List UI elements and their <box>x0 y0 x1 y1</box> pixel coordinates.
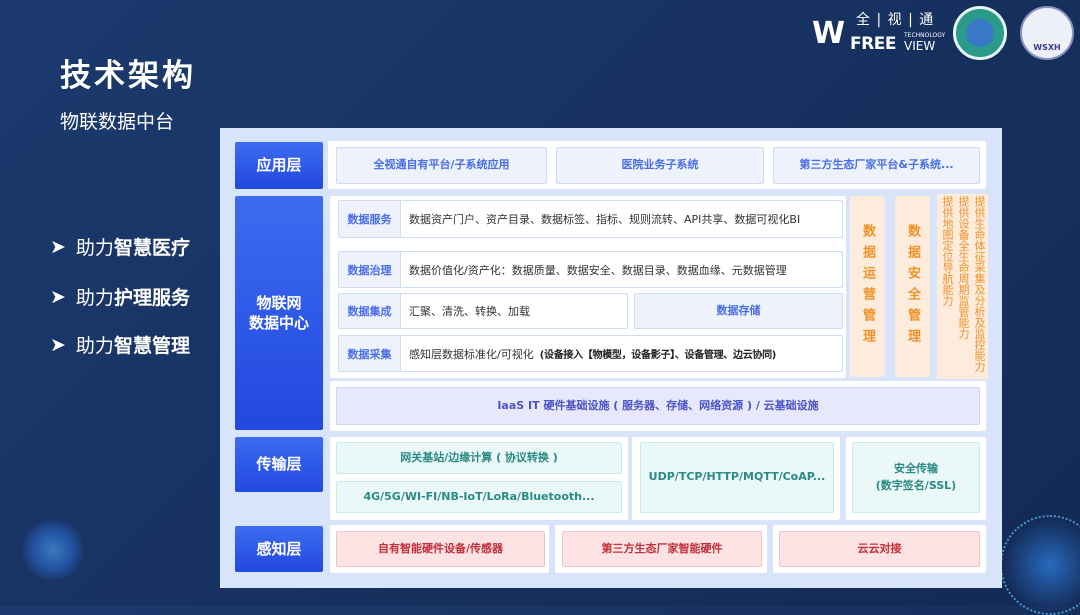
data-row-integration: 数据集成汇聚、清洗、转换、加载 <box>338 293 628 329</box>
iaas-box: IaaS IT 硬件基础设施 ( 服务器、存储、网络资源 ) / 云基础设施 <box>336 387 980 425</box>
row-key: 数据服务 <box>339 201 401 237</box>
capability-text: 提供地图定位导航能力 <box>941 196 954 306</box>
seal-text: WSXH <box>1033 43 1061 52</box>
wireless-box: 4G/5G/WI-FI/NB-IoT/LoRa/Bluetooth... <box>336 481 622 513</box>
bullet-prefix: 助力 <box>75 237 114 259</box>
bullet-bold: 智慧医疗 <box>113 237 190 259</box>
freeview-logo: W 全 | 视 | 通 FREE TECHNOLOGY VIEW <box>812 10 950 56</box>
logo-cn: 全 | 视 | 通 <box>856 12 935 28</box>
capabilities-column: 提供生命体征采集及分析及监控能力 提供设备全生命周期监管能力 提供地图定位导航能… <box>937 194 988 379</box>
capability-text: 提供生命体征采集及分析及监控能力 <box>973 196 986 372</box>
row-value: 汇聚、清洗、转换、加载 <box>409 305 530 318</box>
wsxh-seal-icon: WSXH <box>1020 6 1074 60</box>
layer-label-perception: 感知层 <box>235 526 323 572</box>
association-seal-icon <box>953 6 1007 60</box>
perception-item: 自有智能硬件设备/传感器 <box>336 531 545 567</box>
globe-decoration-icon <box>1000 515 1080 615</box>
perception-item: 第三方生态厂家智能硬件 <box>562 531 762 567</box>
app-item: 全视通自有平台/子系统应用 <box>336 147 547 184</box>
bullet-prefix: 助力 <box>75 335 114 357</box>
bullet-prefix: 助力 <box>75 287 114 309</box>
bullet-bold: 智慧管理 <box>113 335 190 357</box>
data-storage-box: 数据存储 <box>634 293 843 329</box>
data-row-collection: 数据采集感知层数据标准化/可视化 (设备接入【物模型，设备影子】、设备管理、边云协… <box>338 335 843 372</box>
chevron-right-icon: ➤ <box>50 285 66 308</box>
layer-label-app: 应用层 <box>235 142 323 189</box>
gateway-box: 网关基站/边缘计算 ( 协议转换 ) <box>336 442 622 474</box>
capability-text: 提供设备全生命周期监管能力 <box>957 196 970 339</box>
app-item: 医院业务子系统 <box>556 147 764 184</box>
data-ops-management: 数据运营管理 <box>850 196 885 377</box>
protocols-box: UDP/TCP/HTTP/MQTT/CoAP... <box>640 442 834 513</box>
secure-transport-box: 安全传输 (数字签名/SSL) <box>852 442 980 513</box>
logo-tag: TECHNOLOGY <box>904 32 946 39</box>
chevron-right-icon: ➤ <box>50 333 66 356</box>
row-value: 数据资产门户、资产目录、数据标签、指标、规则流转、API共享、数据可视化BI <box>409 213 801 226</box>
perception-item: 云云对接 <box>779 531 980 567</box>
page-subtitle: 物联数据中台 <box>60 111 175 133</box>
page-title: 技术架构 <box>60 58 196 94</box>
data-security-management: 数据安全管理 <box>895 196 930 377</box>
data-row-service: 数据服务数据资产门户、资产目录、数据标签、指标、规则流转、API共享、数据可视化… <box>338 200 843 238</box>
row-extra: (设备接入【物模型，设备影子】、设备管理、边云协同) <box>539 350 777 361</box>
row-key: 数据治理 <box>339 252 401 287</box>
app-item: 第三方生态厂家平台&子系统... <box>773 147 980 184</box>
logo-en: FREE <box>850 34 896 54</box>
layer-label-data-center: 物联网 数据中心 <box>235 196 323 430</box>
medical-icons-decoration <box>18 520 88 580</box>
bullet-item: ➤ 助力智慧管理 <box>50 331 190 358</box>
architecture-diagram: 应用层 全视通自有平台/子系统应用 医院业务子系统 第三方生态厂家平台&子系统.… <box>220 128 1002 588</box>
logo-en2: VIEW <box>904 39 936 53</box>
row-key: 数据集成 <box>339 294 401 328</box>
row-value: 数据价值化/资产化：数据质量、数据安全、数据目录、数据血缘、元数据管理 <box>409 263 787 277</box>
chevron-right-icon: ➤ <box>50 235 66 258</box>
logo-mark-icon: W <box>812 16 846 51</box>
row-key: 数据采集 <box>339 336 401 371</box>
bullet-bold: 护理服务 <box>113 287 190 309</box>
row-value: 感知层数据标准化/可视化 <box>409 347 534 361</box>
data-row-governance: 数据治理数据价值化/资产化：数据质量、数据安全、数据目录、数据血缘、元数据管理 <box>338 251 843 288</box>
bullet-item: ➤ 助力护理服务 <box>50 283 190 310</box>
bullet-item: ➤ 助力智慧医疗 <box>50 233 190 260</box>
layer-label-transport: 传输层 <box>235 437 323 492</box>
